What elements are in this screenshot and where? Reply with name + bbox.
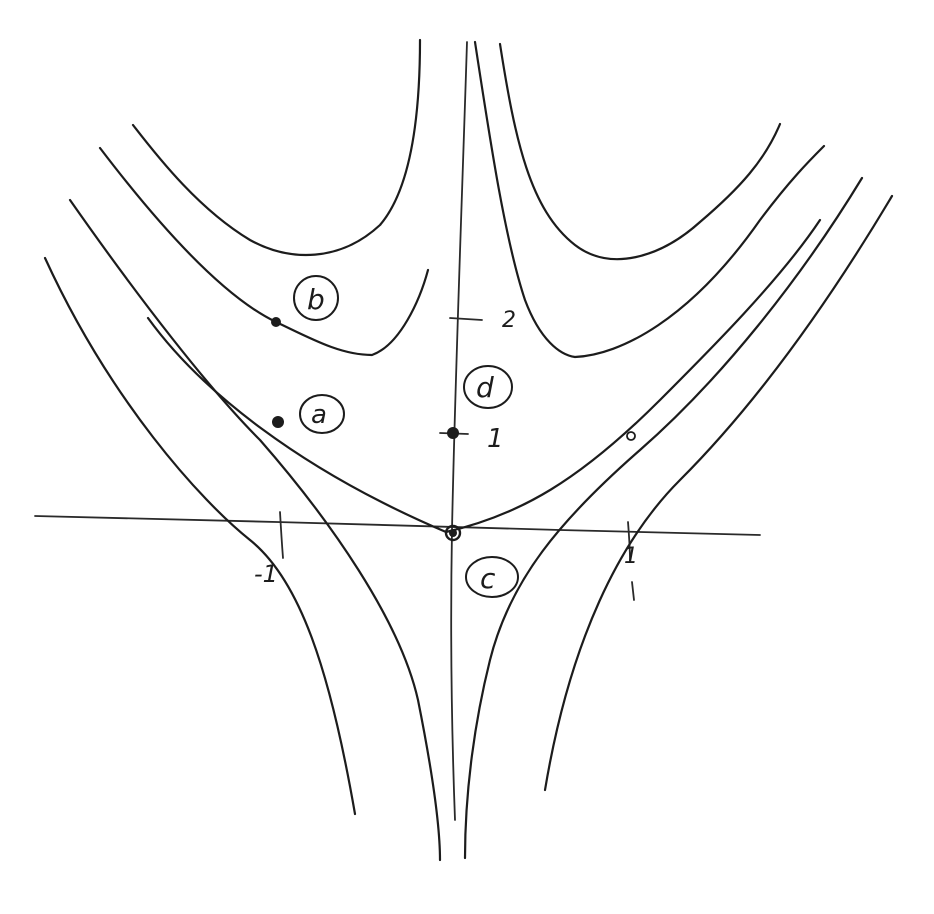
- point-c-core: [449, 529, 457, 537]
- level-curve-neg-right-inner: [463, 176, 864, 860]
- label-c: c: [480, 562, 496, 595]
- y-tick-2: [449, 317, 483, 321]
- tick-label-y-2: 2: [502, 308, 516, 333]
- level-curve-b-left: [98, 146, 430, 357]
- label-d-badge: d: [463, 365, 513, 409]
- point-a-marker: [272, 416, 284, 428]
- point-d-marker: [447, 427, 459, 439]
- label-a: a: [311, 400, 327, 430]
- level-curve-b-left-inner: [131, 38, 422, 257]
- x-tick-1-below: [631, 581, 635, 601]
- tick-label-x-neg1: -1: [254, 560, 278, 588]
- level-curve-right-mid: [473, 40, 826, 359]
- x-axis: [34, 515, 761, 536]
- x-tick-neg1: [279, 511, 284, 559]
- level-curve-neg-left-inner: [68, 198, 442, 862]
- y-axis: [450, 41, 468, 821]
- x-tick-1: [627, 521, 631, 561]
- point-c-marker: [444, 524, 462, 542]
- level-curve-neg-left-outer: [43, 256, 357, 816]
- label-b-badge: b: [293, 275, 339, 321]
- level-curve-neg-right-outer: [543, 194, 894, 792]
- label-a-badge: a: [299, 394, 345, 434]
- point-b-marker: [271, 317, 281, 327]
- tick-label-x-1: 1: [624, 544, 638, 569]
- tick-label-y-1: 1: [487, 424, 504, 454]
- label-b: b: [307, 283, 325, 316]
- level-curve-right-upper: [498, 42, 782, 261]
- label-c-badge: c: [465, 556, 519, 598]
- level-curve-zero: [146, 218, 822, 534]
- label-d: d: [476, 371, 494, 404]
- small-open-point: [626, 431, 636, 441]
